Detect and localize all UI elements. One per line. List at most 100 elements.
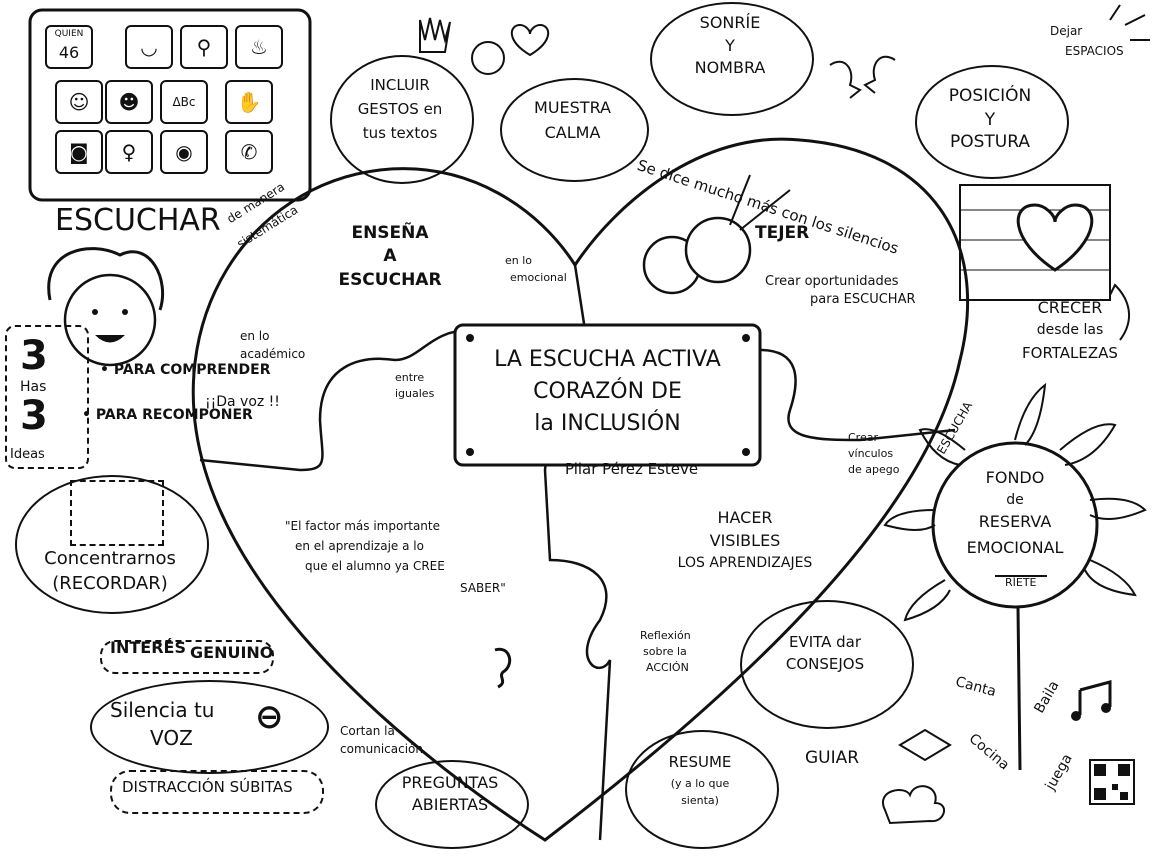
emocional-label: emocional bbox=[510, 271, 567, 284]
puzzle-divider bbox=[199, 264, 956, 841]
author-label: Pilar Pérez Esteve bbox=[565, 460, 699, 478]
hacer-label: HACER bbox=[717, 508, 773, 527]
posicion-cloud bbox=[915, 65, 1069, 179]
interes-box bbox=[100, 640, 274, 674]
voz-label: VOZ bbox=[150, 726, 193, 750]
ensena-a: A bbox=[383, 246, 397, 266]
incluir-label: INCLUIR bbox=[370, 76, 430, 94]
faces-icon bbox=[829, 55, 896, 99]
silencia-label: Silencia tu bbox=[110, 698, 215, 722]
de-label: de bbox=[1006, 492, 1024, 508]
calma-label: CALMA bbox=[544, 123, 601, 142]
crear-vinculos-2: vínculos bbox=[848, 447, 894, 460]
muestra-label: MUESTRA bbox=[534, 98, 611, 117]
quote-line-1: "El factor más importante bbox=[285, 519, 440, 533]
recordar-label: (RECORDAR) bbox=[52, 573, 168, 594]
emocional-fondo-label: EMOCIONAL bbox=[966, 538, 1064, 557]
abiertas-label: ABIERTAS bbox=[411, 795, 489, 814]
posicion-y: Y bbox=[984, 110, 996, 130]
crear-vinculos-3: de apego bbox=[848, 463, 900, 476]
consejos-label: CONSEJOS bbox=[785, 655, 865, 673]
guiar-label: GUIAR bbox=[805, 748, 860, 768]
tile-search-icon: ⚲ bbox=[180, 25, 228, 69]
academico-en: en lo bbox=[240, 329, 270, 343]
qr-icon bbox=[1089, 759, 1135, 805]
ear-icon bbox=[494, 647, 512, 689]
crear-oportunidades: Crear oportunidades bbox=[765, 274, 899, 289]
sonrie-y: Y bbox=[725, 36, 735, 55]
book-icon bbox=[898, 728, 952, 762]
resume-sub-1: (y a lo que bbox=[670, 777, 730, 790]
hands-icon bbox=[419, 17, 451, 53]
central-title-1: LA ESCUCHA ACTIVA bbox=[494, 347, 721, 372]
three-h-1: 3 bbox=[20, 333, 48, 379]
visibles-label: VISIBLES bbox=[709, 531, 781, 550]
tejer-label: TEJER bbox=[755, 223, 810, 243]
tile-square-icon: ◙ bbox=[55, 130, 103, 174]
escuchar-label: ESCUCHAR bbox=[55, 203, 221, 238]
sonrie-label: SONRÍE bbox=[699, 13, 761, 32]
picto-board bbox=[28, 8, 312, 202]
ideas-label: Ideas bbox=[10, 447, 45, 462]
genuino-label: GENUINO bbox=[190, 643, 274, 662]
fondo-label: FONDO bbox=[985, 468, 1045, 487]
reflexion-2: sobre la bbox=[643, 645, 687, 658]
distraccion-box bbox=[110, 770, 324, 814]
dejar-label: Dejar bbox=[1050, 24, 1083, 38]
distraccion-label: DISTRACCIÓN SÚBITAS bbox=[122, 778, 293, 796]
posicion-label: POSICIÓN bbox=[948, 86, 1032, 106]
evita-cloud bbox=[740, 600, 914, 729]
postura-label: POSTURA bbox=[949, 132, 1030, 152]
tile-person-icon: ♀ bbox=[105, 130, 153, 174]
fortalezas-label: FORTALEZAS bbox=[1022, 344, 1118, 362]
sunburst-icon bbox=[1109, 4, 1150, 41]
desde-las-label: desde las bbox=[1036, 322, 1104, 338]
smiley-icon bbox=[471, 41, 505, 75]
entre-label: entre bbox=[395, 371, 425, 384]
three-h-box bbox=[5, 325, 89, 469]
para-comprender: • PARA COMPRENDER bbox=[100, 362, 271, 378]
preguntas-cloud bbox=[375, 760, 529, 849]
evita-label: EVITA dar bbox=[788, 633, 862, 651]
tile-eye-icon: ◉ bbox=[160, 130, 208, 174]
tile-hand-icon: ✋ bbox=[225, 80, 273, 124]
comunicacion-label: comunicación bbox=[340, 742, 424, 756]
silencia-cloud bbox=[90, 680, 329, 774]
ensena-label: ENSEÑA bbox=[351, 223, 429, 243]
yarn-icon bbox=[642, 174, 791, 295]
reserva-label: RESERVA bbox=[978, 512, 1052, 531]
preguntas-label: PREGUNTAS bbox=[401, 773, 499, 792]
para-recomponer: • PARA RECOMPONER bbox=[82, 407, 253, 423]
focus-icon bbox=[70, 480, 164, 546]
sonrie-cloud bbox=[650, 2, 814, 116]
espacios-label: ESPACIOS bbox=[1065, 44, 1124, 58]
tile-abc-icon: ΔBc bbox=[160, 80, 208, 124]
academico-label: académico bbox=[240, 347, 306, 361]
concentrarnos-cloud bbox=[15, 475, 209, 614]
quote-line-4: SABER" bbox=[460, 581, 506, 595]
quote-line-3: que el alumno ya CREE bbox=[305, 559, 445, 573]
gestos-label: GESTOS en bbox=[357, 100, 443, 118]
crear-vinculos-1: Crear bbox=[848, 431, 878, 444]
title-board bbox=[453, 323, 762, 467]
chef-hat-icon bbox=[882, 785, 945, 825]
nombra-label: NOMBRA bbox=[694, 58, 766, 77]
three-h-2: 3 bbox=[20, 393, 48, 439]
central-title-2: CORAZÓN DE bbox=[533, 379, 682, 404]
ensena-escuchar: ESCUCHAR bbox=[338, 270, 442, 290]
incluir-cloud bbox=[330, 55, 474, 184]
reflexion-3: ACCIÓN bbox=[646, 661, 689, 674]
curve-arrow bbox=[1109, 283, 1131, 341]
concentrarnos-label: Concentrarnos bbox=[44, 548, 176, 569]
central-title-3: la INCLUSIÓN bbox=[534, 411, 681, 436]
interes-label: INTERÉS bbox=[110, 638, 186, 657]
emocional-en: en lo bbox=[505, 254, 533, 267]
quote-line-2: en el aprendizaje a lo bbox=[295, 539, 424, 553]
textos-label: tus textos bbox=[362, 124, 438, 142]
muestra-cloud bbox=[500, 78, 649, 182]
resume-cloud bbox=[625, 730, 779, 849]
tile-face-icon: ☺ bbox=[55, 80, 103, 124]
tile-bowl-icon: ◡ bbox=[125, 25, 173, 69]
